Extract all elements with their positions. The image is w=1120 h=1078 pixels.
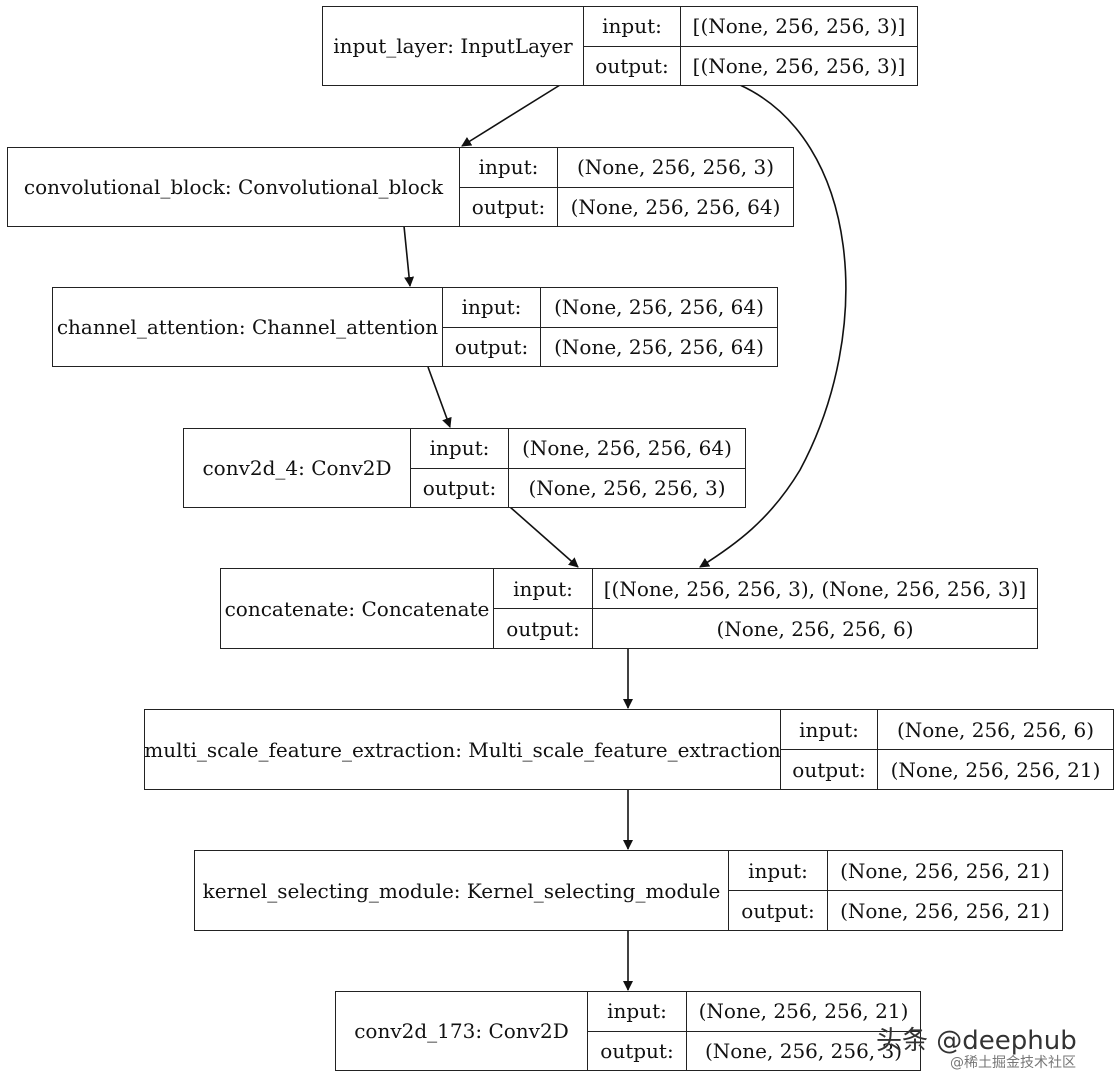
edge-convblock-to-channelatt [403, 225, 415, 287]
input-shape: [(None, 256, 256, 3), (None, 256, 256, 3… [603, 576, 1027, 601]
node-conv2d-173: conv2d_173: Conv2D input: (None, 256, 256… [335, 991, 921, 1071]
output-shape: (None, 256, 256, 64) [554, 334, 764, 359]
input-shape: (None, 256, 256, 21) [698, 999, 909, 1024]
output-label: output: [443, 327, 541, 366]
output-shape: (None, 256, 256, 3) [528, 475, 726, 500]
input-shape: [(None, 256, 256, 3)] [692, 14, 906, 39]
input-label: input: [781, 710, 878, 749]
output-shape: (None, 256, 256, 6) [716, 616, 914, 641]
node-channel-attention: channel_attention: Channel_attention inp… [52, 287, 778, 367]
output-label: output: [411, 468, 509, 507]
input-shape: (None, 256, 256, 3) [576, 155, 775, 180]
input-label: input: [588, 992, 687, 1031]
output-shape: (None, 256, 256, 64) [570, 194, 781, 219]
output-shape: (None, 256, 256, 3) [704, 1038, 903, 1063]
node-name: concatenate: Concatenate [221, 569, 494, 648]
output-label: output: [494, 609, 593, 648]
output-label: output: [584, 46, 681, 85]
output-label: output: [729, 891, 828, 930]
node-concatenate: concatenate: Concatenate input: [(None, 2… [220, 568, 1038, 649]
input-shape: (None, 256, 256, 21) [840, 858, 1050, 883]
watermark-main: 头条 @deephub [876, 1026, 1077, 1056]
node-name: input_layer: InputLayer [323, 7, 584, 85]
node-name: multi_scale_feature_extraction: Multi_sc… [144, 710, 781, 789]
output-shape: (None, 256, 256, 21) [890, 757, 1101, 782]
node-name: channel_attention: Channel_attention [53, 288, 443, 366]
input-shape: (None, 256, 256, 64) [522, 436, 732, 461]
input-label: input: [411, 429, 509, 468]
input-label: input: [729, 851, 828, 890]
node-name: conv2d_4: Conv2D [184, 429, 411, 507]
node-convolutional-block: convolutional_block: Convolutional_block… [7, 147, 794, 227]
input-label: input: [494, 569, 593, 608]
output-label: output: [588, 1031, 687, 1070]
output-shape: [(None, 256, 256, 3)] [692, 53, 906, 78]
output-label: output: [781, 750, 878, 789]
input-label: input: [584, 7, 681, 46]
edge-conv2d4-to-concatenate [509, 506, 579, 568]
input-shape: (None, 256, 256, 6) [896, 717, 1095, 742]
input-shape: (None, 256, 256, 64) [554, 295, 764, 320]
output-shape: (None, 256, 256, 21) [840, 898, 1050, 923]
node-multi-scale-feature-extraction: multi_scale_feature_extraction: Multi_sc… [144, 709, 1114, 790]
node-name: kernel_selecting_module: Kernel_selectin… [195, 851, 729, 930]
node-name: conv2d_173: Conv2D [336, 992, 588, 1070]
edge-input-to-convblock [461, 84, 561, 147]
output-label: output: [460, 187, 558, 226]
edge-input-to-concatenate [699, 84, 847, 568]
input-label: input: [443, 288, 541, 327]
watermark-sub: @稀土掘金技术社区 [950, 1055, 1076, 1071]
node-input-layer: input_layer: InputLayer input: [(None, 25… [322, 6, 918, 86]
input-label: input: [460, 148, 558, 187]
node-name: convolutional_block: Convolutional_block [8, 148, 460, 226]
node-kernel-selecting-module: kernel_selecting_module: Kernel_selectin… [194, 850, 1063, 931]
edge-channelatt-to-conv2d4 [427, 366, 452, 428]
node-conv2d-4: conv2d_4: Conv2D input: (None, 256, 256, … [183, 428, 746, 508]
